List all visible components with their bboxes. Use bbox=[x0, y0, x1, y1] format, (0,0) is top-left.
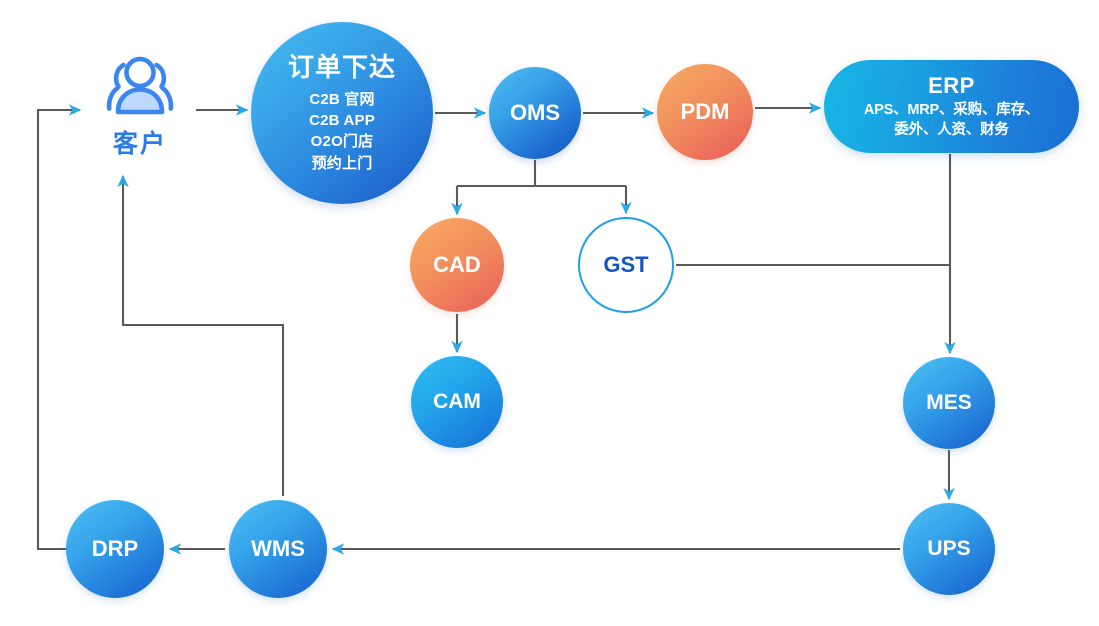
cad-label: CAD bbox=[433, 252, 481, 278]
node-ups[interactable]: UPS bbox=[903, 503, 995, 595]
node-drp[interactable]: DRP bbox=[66, 500, 164, 598]
node-cam[interactable]: CAM bbox=[411, 356, 503, 448]
node-gst[interactable]: GST bbox=[578, 217, 674, 313]
order-item-2: O2O门店 bbox=[310, 133, 374, 151]
cam-label: CAM bbox=[433, 389, 481, 413]
order-title: 订单下达 bbox=[287, 52, 396, 83]
wms-label: WMS bbox=[251, 536, 305, 562]
pdm-label: PDM bbox=[680, 99, 730, 125]
erp-subtitle-line-2: 委外、人资、财务 bbox=[894, 122, 1009, 139]
mes-label: MES bbox=[926, 390, 972, 414]
erp-subtitle: APS、MRP、采购、库存、 委外、人资、财务 bbox=[864, 100, 1039, 140]
erp-title: ERP bbox=[928, 72, 975, 98]
node-pdm[interactable]: PDM bbox=[657, 64, 753, 160]
order-item-0: C2B 官网 bbox=[309, 90, 375, 108]
node-customer[interactable]: 客户 bbox=[82, 55, 198, 167]
order-item-3: 预约上门 bbox=[311, 154, 373, 172]
order-item-1: C2B APP bbox=[309, 112, 375, 130]
edge-wms-to-customer bbox=[117, 174, 285, 496]
node-cad[interactable]: CAD bbox=[410, 218, 504, 312]
oms-label: OMS bbox=[509, 100, 561, 126]
ups-label: UPS bbox=[927, 536, 971, 560]
node-order-placement[interactable]: 订单下达 C2B 官网 C2B APP O2O门店 预约上门 bbox=[251, 22, 433, 204]
drp-label: DRP bbox=[91, 536, 139, 562]
node-oms[interactable]: OMS bbox=[489, 67, 581, 159]
erp-subtitle-line-1: APS、MRP、采购、库存、 bbox=[863, 102, 1040, 119]
edge-drp-to-customer bbox=[36, 104, 82, 551]
customer-label: 客户 bbox=[112, 130, 167, 158]
node-mes[interactable]: MES bbox=[903, 357, 995, 449]
users-group-icon bbox=[106, 56, 174, 115]
node-wms[interactable]: WMS bbox=[229, 500, 327, 598]
gst-label: GST bbox=[603, 252, 649, 278]
node-erp[interactable]: ERP APS、MRP、采购、库存、 委外、人资、财务 bbox=[824, 60, 1079, 153]
order-items: C2B 官网 C2B APP O2O门店 预约上门 bbox=[309, 89, 375, 174]
